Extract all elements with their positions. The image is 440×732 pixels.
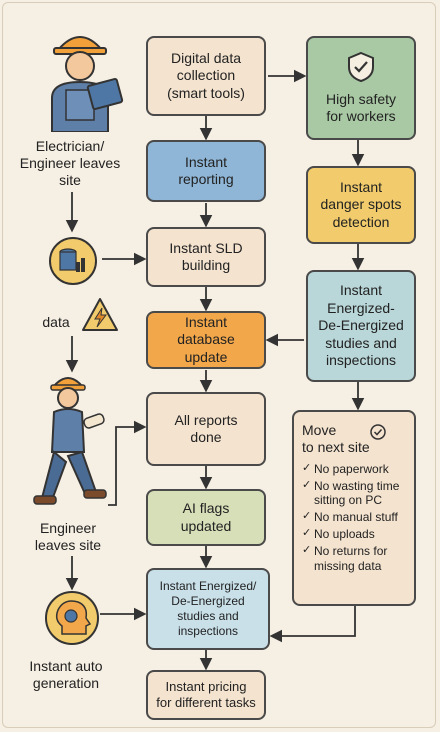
ai-head-icon [44, 590, 100, 646]
shield-icon [348, 51, 374, 82]
list-item: ✓No returns for missing data [302, 544, 388, 573]
list-item: ✓No manual stuff [302, 510, 398, 525]
move-next-site-box: Move to next site ✓No paperwork ✓No wast… [292, 410, 416, 606]
move-title: Move to next site [302, 422, 406, 456]
diagram-frame [2, 2, 436, 728]
electrician-label: Electrician/ Engineer leaves site [19, 138, 121, 188]
electrician-icon [30, 20, 126, 133]
warning-icon [80, 296, 120, 334]
check-circle-icon [370, 424, 386, 440]
list-item: ✓No paperwork [302, 461, 389, 476]
engineer-leaves-label: Engineer leaves site [34, 520, 102, 553]
benefits-list: ✓No paperwork ✓No wasting time sitting o… [302, 462, 406, 573]
database-icon [48, 236, 98, 286]
list-item: ✓No wasting time sitting on PC [302, 478, 400, 507]
instant-auto-label: Instant auto generation [29, 658, 103, 691]
walking-engineer-icon [26, 372, 110, 512]
list-item: ✓No uploads [302, 527, 375, 542]
data-label: data [42, 314, 70, 330]
